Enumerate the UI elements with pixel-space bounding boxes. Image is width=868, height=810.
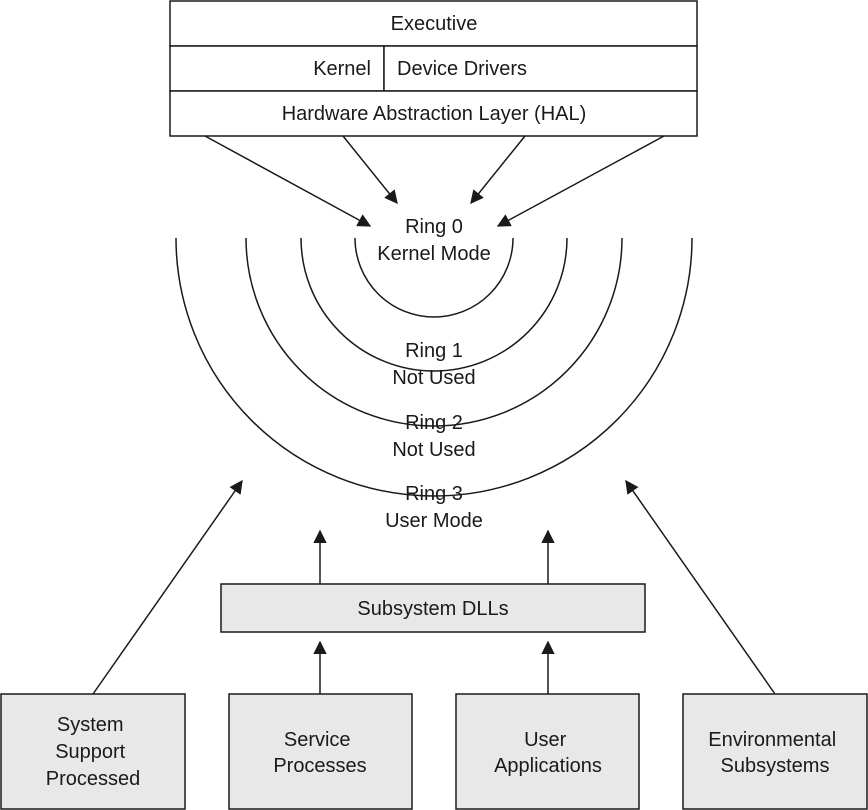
user-applications-line-1: User bbox=[524, 729, 567, 751]
ring1-arc bbox=[300, 237, 568, 372]
ring3-arc bbox=[175, 237, 693, 497]
system-support-line-2: Support bbox=[55, 741, 125, 763]
system-support-label: System Support Processed bbox=[46, 714, 141, 790]
ring-labels: Ring 0 Kernel Mode Ring 1 Not Used Ring … bbox=[377, 216, 490, 532]
device-drivers-label: Device Drivers bbox=[397, 58, 527, 80]
environmental-subsystems-box bbox=[682, 693, 868, 810]
hal-label: Hardware Abstraction Layer (HAL) bbox=[282, 103, 587, 125]
executive-box bbox=[169, 0, 698, 47]
ring3-title: Ring 3 bbox=[405, 483, 463, 505]
user-applications-line-2: Applications bbox=[494, 755, 602, 777]
arrow-hal-to-ring0-3 bbox=[470, 135, 526, 205]
arrow-environmental-to-ring3 bbox=[625, 479, 776, 695]
kernel-box bbox=[169, 45, 385, 92]
subsystem-dlls-box bbox=[220, 583, 646, 633]
arrow-hal-to-ring0-1 bbox=[204, 135, 372, 227]
system-support-line-1: System bbox=[57, 714, 124, 736]
service-processes-line-2: Processes bbox=[273, 755, 366, 777]
dll-arrows bbox=[313, 529, 555, 694]
system-support-box bbox=[0, 693, 186, 810]
kernel-label: Kernel bbox=[313, 58, 371, 80]
environmental-subsystems-line-1: Environmental bbox=[708, 729, 836, 751]
ring3-subtitle: User Mode bbox=[385, 510, 483, 532]
hal-box bbox=[169, 90, 698, 137]
ring2-title: Ring 2 bbox=[405, 412, 463, 434]
top-stack: Executive Kernel Device Drivers Hardware… bbox=[169, 0, 698, 137]
side-arrows bbox=[92, 479, 776, 695]
ring1-subtitle: Not Used bbox=[392, 367, 475, 389]
arrow-hal-to-ring0-2 bbox=[342, 135, 398, 205]
bottom-boxes: System Support Processed Service Process… bbox=[0, 693, 868, 810]
subsystem-dlls-label: Subsystem DLLs bbox=[357, 598, 508, 620]
service-processes-label: Service Processes bbox=[273, 729, 366, 777]
service-processes-line-1: Service bbox=[284, 729, 351, 751]
user-applications-box bbox=[455, 693, 640, 810]
device-drivers-box bbox=[383, 45, 698, 92]
privilege-rings bbox=[175, 237, 693, 497]
ring0-arc bbox=[354, 237, 514, 318]
subsystem-dlls: Subsystem DLLs bbox=[220, 583, 646, 633]
ring2-subtitle: Not Used bbox=[392, 439, 475, 461]
ring1-title: Ring 1 bbox=[405, 340, 463, 362]
environmental-subsystems-label: Environmental Subsystems bbox=[708, 729, 841, 777]
ring0-subtitle: Kernel Mode bbox=[377, 243, 490, 265]
user-applications-label: User Applications bbox=[494, 729, 602, 777]
kernel-arrows bbox=[204, 135, 665, 227]
arrow-hal-to-ring0-4 bbox=[496, 135, 665, 227]
ring0-title: Ring 0 bbox=[405, 216, 463, 238]
arrow-system-support-to-ring3 bbox=[92, 479, 243, 695]
system-support-line-3: Processed bbox=[46, 768, 141, 790]
environmental-subsystems-line-2: Subsystems bbox=[721, 755, 830, 777]
executive-label: Executive bbox=[391, 13, 478, 35]
ring2-arc bbox=[245, 237, 623, 427]
service-processes-box bbox=[228, 693, 413, 810]
